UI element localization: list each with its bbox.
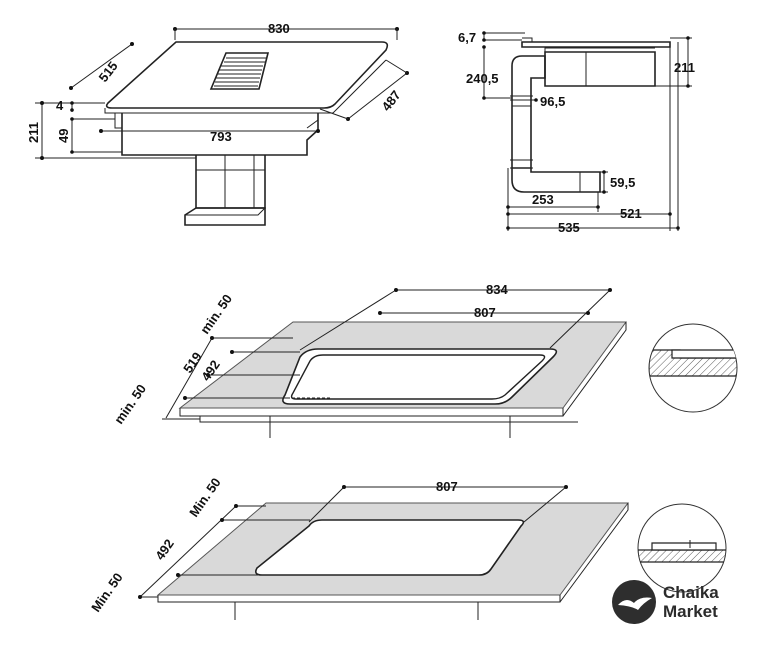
logo-line1: Chaika	[663, 583, 719, 602]
dim-211-side: 211	[674, 60, 695, 75]
vent-grille-icon	[209, 52, 270, 90]
dim-240-5: 240,5	[466, 71, 499, 86]
min-50-back: min. 50	[197, 291, 235, 336]
min-50-back-bottom: Min. 50	[186, 475, 224, 520]
dim-535: 535	[558, 220, 580, 235]
min-50-front: min. 50	[111, 381, 149, 426]
dim-793: 793	[210, 129, 232, 144]
dim-6-7: 6,7	[458, 30, 476, 45]
chaika-market-logo: Chaika Market	[612, 580, 719, 624]
dim-807-bottom: 807	[436, 479, 458, 494]
logo-line2: Market	[663, 602, 718, 621]
top-cutout-view: 807 Min. 50 492 Min. 50	[88, 475, 727, 620]
flush-detail-circle	[648, 323, 738, 413]
top-detail-circle	[637, 503, 727, 593]
dim-492-bottom: 492	[152, 536, 177, 562]
dim-211: 211	[26, 122, 41, 143]
hob-perspective-view: 830 515 487 211 4 49 793	[26, 21, 409, 226]
dim-807: 807	[474, 305, 496, 320]
dim-4: 4	[56, 98, 64, 113]
hob-side-view: 6,7 240,5 96,5 211 59,5 253 521 535	[458, 30, 695, 235]
dim-96-5: 96,5	[540, 94, 565, 109]
dim-830: 830	[268, 21, 290, 36]
min-50-front-bottom: Min. 50	[88, 570, 126, 615]
dim-521: 521	[620, 206, 642, 221]
flush-cutout-view: 834 807 min. 50 519 492 min. 50	[111, 282, 738, 438]
seagull-logo-icon	[612, 580, 656, 624]
dim-59-5: 59,5	[610, 175, 635, 190]
dim-253: 253	[532, 192, 554, 207]
dim-834: 834	[486, 282, 508, 297]
dim-515: 515	[96, 59, 121, 85]
dim-487: 487	[379, 88, 404, 114]
dim-49: 49	[56, 129, 71, 143]
